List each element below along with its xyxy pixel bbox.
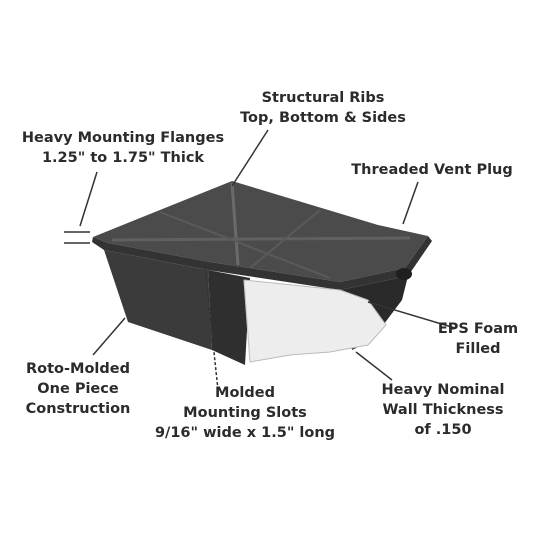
callout-line: Mounting Slots (183, 405, 307, 421)
eps-foam-face (243, 279, 387, 363)
leader-line-wall (355, 351, 393, 381)
leader-line-vent (402, 181, 419, 225)
callout-line: EPS Foam (437, 321, 519, 337)
callout-vent-plug: Threaded Vent Plug (338, 160, 526, 180)
leader-line-foam (367, 301, 456, 329)
callout-wall-thickness: Heavy Nominal Wall Thickness of .150 (368, 380, 518, 440)
callout-line: Heavy Nominal (381, 382, 505, 398)
top-rib (111, 236, 411, 242)
leader-line-ribs (231, 129, 269, 187)
callout-mounting-flanges: Heavy Mounting Flanges 1.25" to 1.75" Th… (4, 128, 242, 168)
callout-line: Construction (25, 401, 131, 417)
callout-eps-foam: EPS Foam Filled (430, 319, 526, 359)
callout-line: Roto-Molded (26, 361, 130, 377)
box-top-face (93, 181, 428, 282)
callout-line: Wall Thickness (382, 402, 504, 418)
callout-line: One Piece (37, 381, 119, 397)
callout-roto-molded: Roto-Molded One Piece Construction (12, 359, 144, 419)
top-rib (249, 209, 321, 269)
callout-line: Structural Ribs (261, 90, 385, 106)
vent-plug (396, 268, 412, 280)
callout-line: Filled (455, 341, 501, 357)
leader-line-roto (92, 317, 126, 356)
callout-line: of .150 (414, 422, 472, 438)
top-rib (230, 182, 240, 266)
callout-line: Threaded Vent Plug (351, 162, 513, 178)
callout-mounting-slots: Molded Mounting Slots 9/16" wide x 1.5" … (140, 383, 350, 443)
box-front-wall (208, 270, 250, 365)
callout-structural-ribs: Structural Ribs Top, Bottom & Sides (218, 88, 428, 128)
top-rib (159, 211, 331, 279)
callout-line: Molded (215, 385, 275, 401)
callout-line: 1.25" to 1.75" Thick (41, 150, 205, 166)
callout-line: 9/16" wide x 1.5" long (154, 425, 336, 441)
leader-line-flanges (79, 171, 98, 227)
leader-line-slots (204, 267, 219, 391)
callout-line: Heavy Mounting Flanges (21, 130, 225, 146)
box-left-side (104, 250, 212, 350)
callout-line: Top, Bottom & Sides (240, 110, 406, 126)
foam-edge (243, 279, 251, 363)
